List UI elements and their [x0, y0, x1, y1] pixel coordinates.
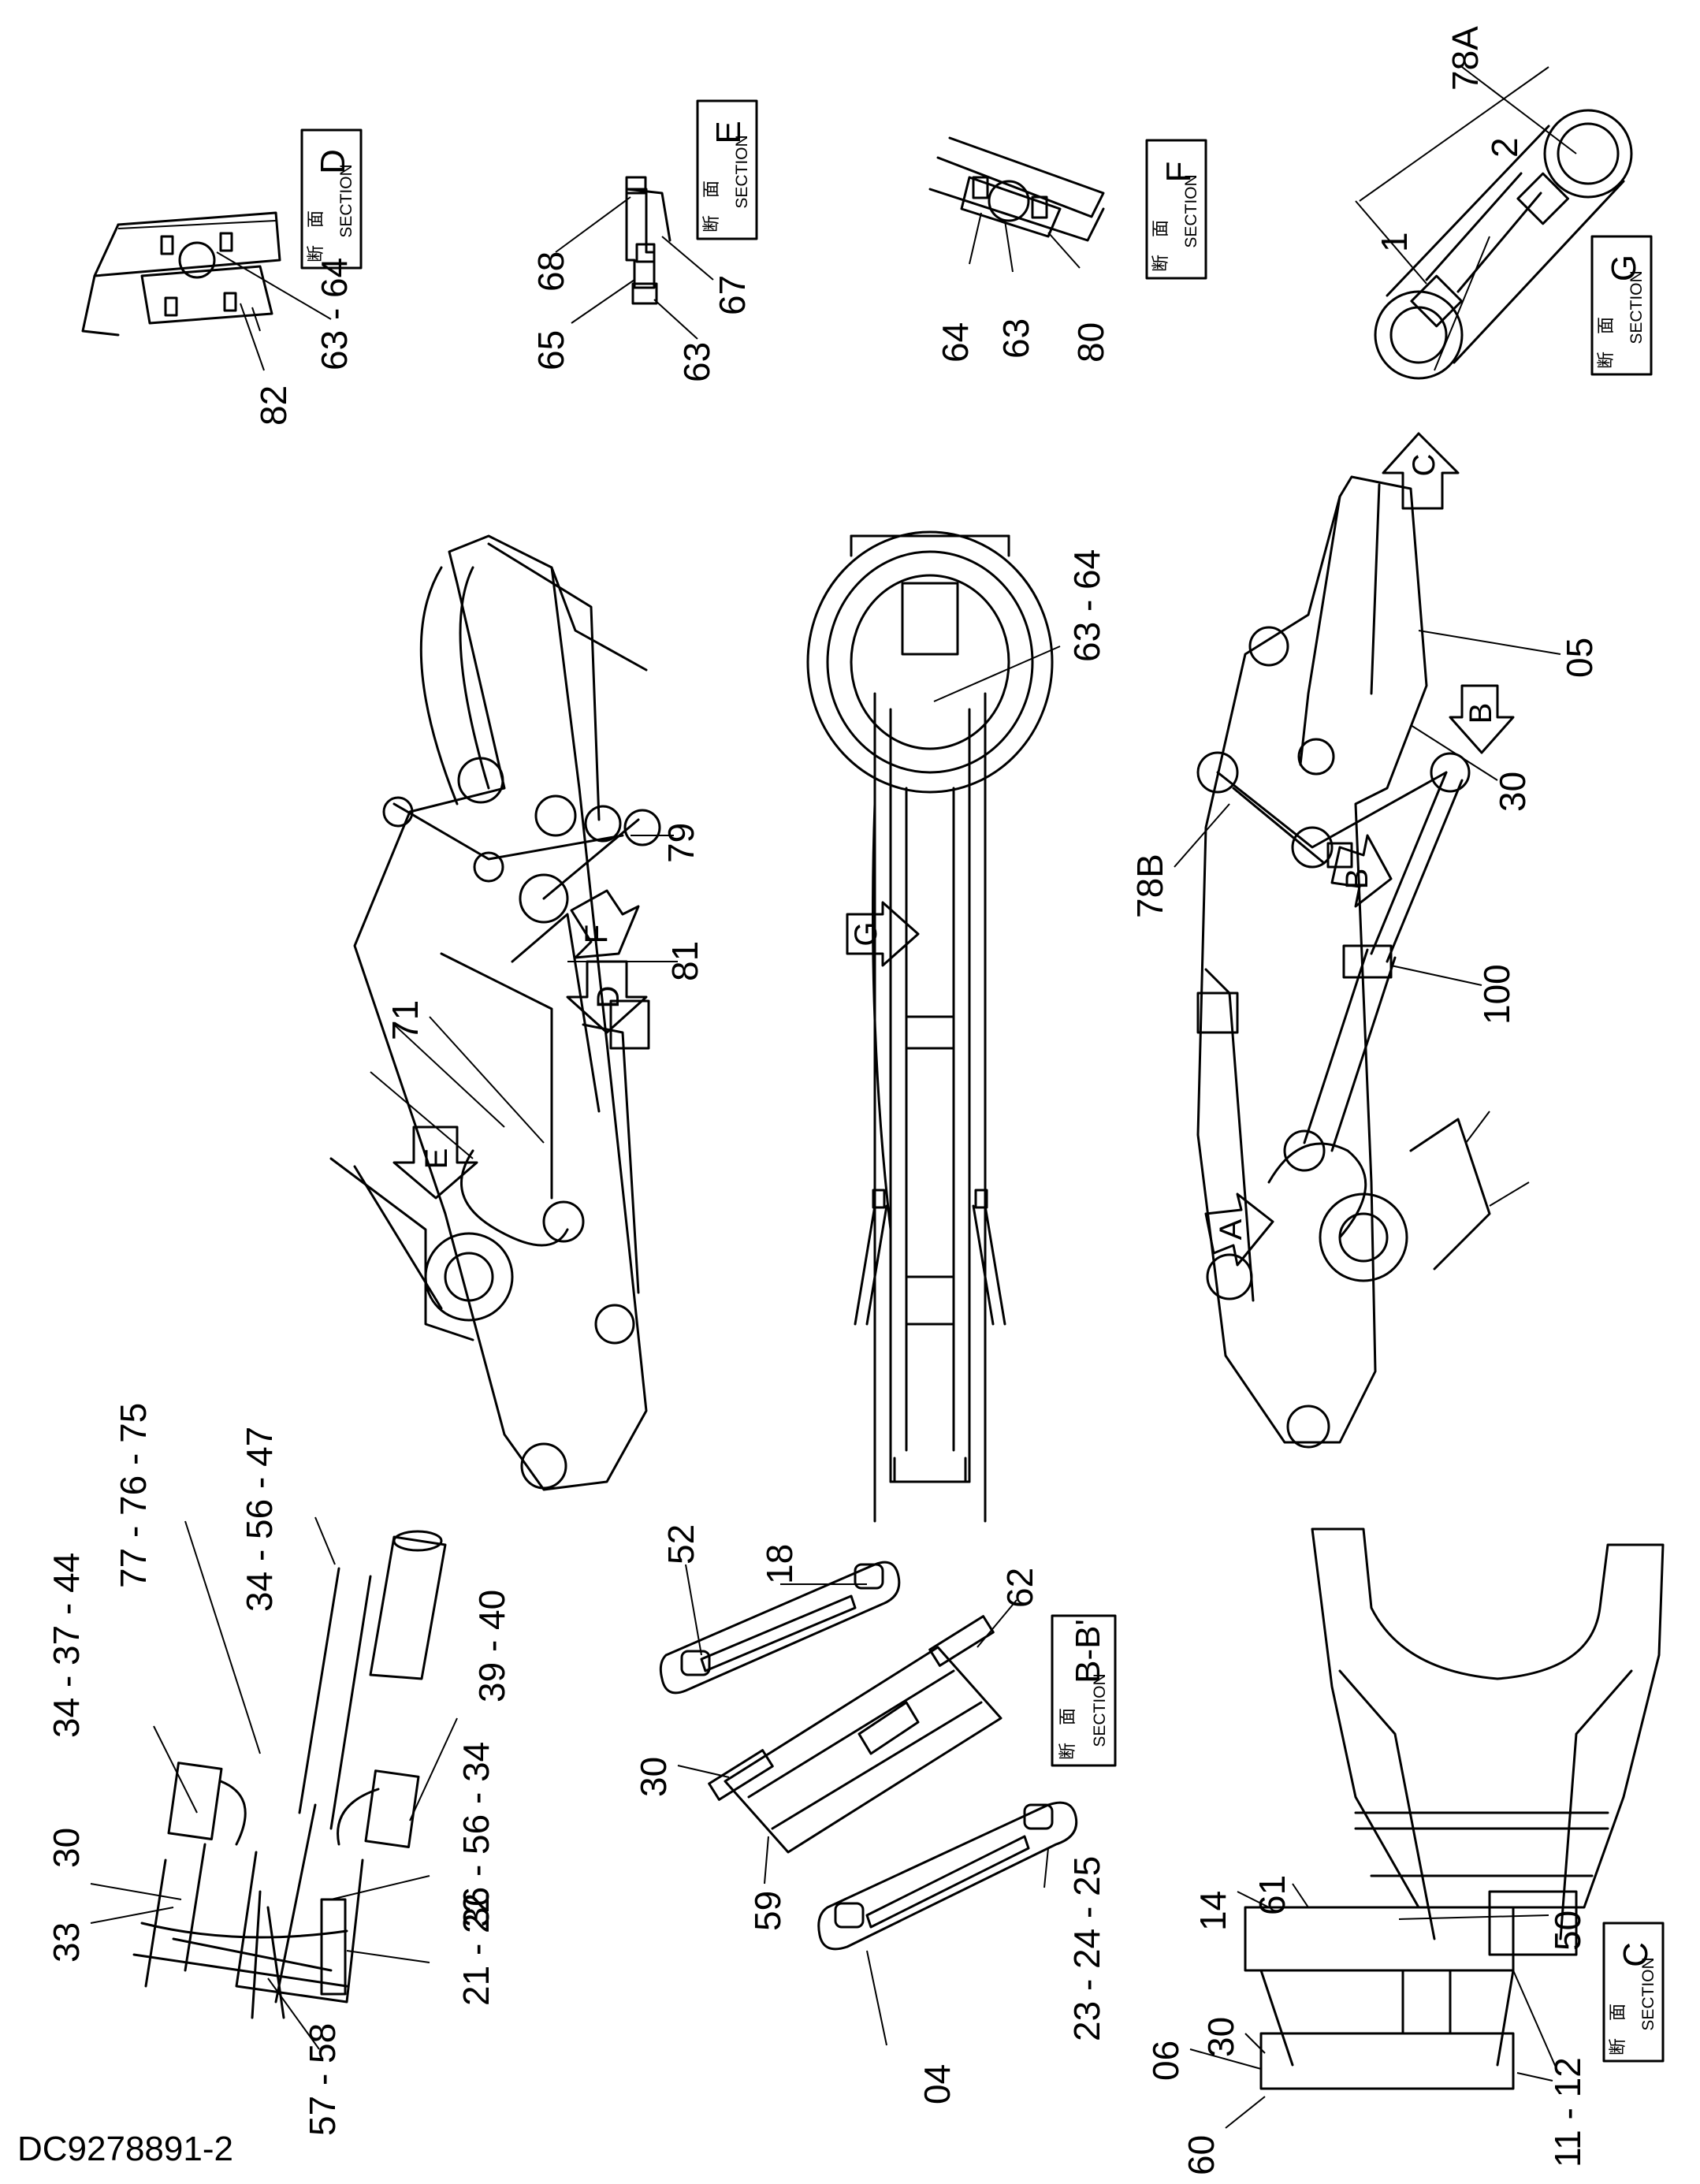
section-bb-label: B-B' 断 面 SECTION [1051, 1614, 1117, 1767]
section-bb-detail [659, 1561, 1078, 1951]
label-64: 64 [935, 322, 976, 363]
svg-text:断 面: 断 面 [1609, 2004, 1628, 2056]
section-e-label: E 断 面 SECTION [696, 99, 758, 240]
view-arrow-b-upper: B [1449, 684, 1515, 754]
label-36-56-34: 36 - 56 - 34 [456, 1742, 497, 1927]
view-arrow-d: D [566, 960, 648, 1034]
cylinder-detail-bottom-left [132, 1530, 447, 2019]
view-arrow-f: F [570, 889, 640, 959]
svg-text:F: F [1159, 162, 1198, 183]
label-77-76-75: 77 - 76 - 75 [113, 1403, 154, 1588]
boom-assembly-right [1196, 475, 1530, 1449]
label-21-22: 21 - 22 [456, 1893, 497, 2006]
label-39-40: 39 - 40 [471, 1590, 512, 1702]
section-g-detail [1355, 66, 1633, 380]
label-59: 59 [747, 1891, 788, 1931]
svg-text:SECTION: SECTION [1182, 174, 1200, 247]
svg-text:D: D [314, 149, 352, 174]
svg-text:断 面: 断 面 [1058, 1708, 1078, 1760]
svg-text:B-B': B-B' [1069, 1619, 1107, 1684]
label-2: 2 [1484, 137, 1525, 158]
svg-text:断 面: 断 面 [1151, 220, 1171, 272]
label-06: 06 [1145, 2041, 1186, 2081]
label-67: 67 [712, 275, 753, 315]
svg-text:G: G [849, 921, 883, 946]
svg-text:F: F [579, 925, 614, 943]
label-04: 04 [917, 2064, 958, 2104]
svg-text:断 面: 断 面 [307, 210, 326, 262]
label-61: 61 [1252, 1875, 1293, 1915]
svg-text:SECTION: SECTION [1091, 1673, 1109, 1747]
section-g-label: G 断 面 SECTION [1590, 235, 1653, 376]
section-c-detail [1244, 1527, 1665, 2090]
label-79: 79 [660, 823, 701, 863]
label-80: 80 [1070, 322, 1111, 363]
label-63-64: 63 - 64 [314, 258, 355, 370]
label-65: 65 [530, 330, 571, 370]
svg-text:断 面: 断 面 [702, 180, 722, 233]
svg-text:B: B [1464, 703, 1498, 724]
view-arrow-e: E [392, 1125, 478, 1200]
label-05: 05 [1559, 638, 1600, 678]
label-30-bb: 30 [633, 1757, 674, 1797]
svg-text:B: B [1340, 869, 1375, 890]
label-30-right: 30 [1492, 772, 1533, 812]
svg-text:G: G [1605, 255, 1643, 281]
section-f-label: F 断 面 SECTION [1145, 139, 1207, 280]
section-c-label: C 断 面 SECTION [1602, 1922, 1665, 2063]
label-1: 1 [1374, 232, 1415, 252]
boom-assembly-left [329, 534, 661, 1491]
svg-text:断 面: 断 面 [1597, 317, 1616, 369]
label-68: 68 [530, 251, 571, 292]
section-d-detail [81, 211, 332, 371]
svg-text:SECTION: SECTION [733, 135, 751, 208]
label-23-24-25: 23 - 24 - 25 [1066, 1856, 1107, 2041]
section-e-detail [555, 176, 714, 340]
label-33: 33 [46, 1922, 87, 1963]
label-11-12: 11 - 12 [1547, 2057, 1588, 2167]
svg-text:C: C [1616, 1942, 1655, 1967]
section-d-label: D 断 面 SECTION [300, 128, 363, 270]
label-34-56-47: 34 - 56 - 47 [239, 1427, 280, 1612]
view-arrow-b-lower: B [1330, 834, 1393, 908]
label-63: 63 [995, 318, 1036, 359]
label-14: 14 [1192, 1891, 1233, 1931]
svg-text:D: D [591, 986, 626, 1009]
svg-text:E: E [709, 121, 748, 143]
document-id: DC9278891-2 [17, 2130, 233, 2168]
svg-text:SECTION: SECTION [337, 164, 355, 237]
svg-text:A: A [1214, 1219, 1248, 1240]
label-34-37-44: 34 - 37 - 44 [46, 1553, 87, 1738]
label-82: 82 [253, 385, 294, 426]
view-arrow-c: C [1382, 432, 1460, 510]
label-78b: 78B [1129, 854, 1170, 918]
section-f-detail [928, 136, 1105, 273]
label-100: 100 [1476, 964, 1517, 1025]
label-63: 63 [676, 342, 717, 382]
svg-text:SECTION: SECTION [1639, 1957, 1657, 2030]
label-30-bl: 30 [46, 1828, 87, 1868]
view-arrow-g: G [846, 901, 920, 967]
label-18: 18 [759, 1544, 800, 1584]
svg-text:E: E [419, 1148, 454, 1170]
label-62: 62 [999, 1568, 1040, 1608]
boom-top-view-center [806, 530, 1054, 1523]
svg-text:C: C [1407, 454, 1441, 477]
label-78a: 78A [1445, 26, 1486, 91]
label-60: 60 [1181, 2135, 1222, 2175]
label-50: 50 [1547, 1911, 1588, 1951]
svg-text:SECTION: SECTION [1627, 270, 1646, 344]
label-52: 52 [660, 1524, 701, 1565]
label-63-64-center: 63 - 64 [1066, 549, 1107, 662]
view-arrow-a: A [1204, 1192, 1274, 1267]
label-71: 71 [385, 1000, 426, 1040]
label-57-58: 57 - 58 [302, 2023, 343, 2136]
label-30-c: 30 [1200, 2017, 1241, 2057]
